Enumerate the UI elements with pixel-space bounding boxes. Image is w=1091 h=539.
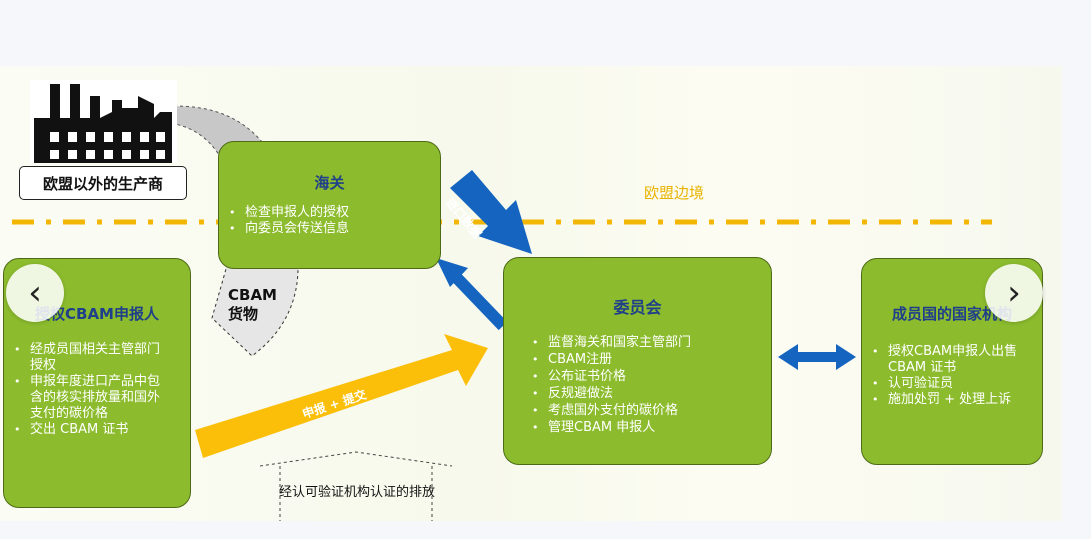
list-item: 考虑国外支付的碳价格 (522, 402, 771, 419)
list-item: 公布证书价格 (522, 368, 771, 385)
national-authority-list: 授权CBAM申报人出售 CBAM 证书 认可验证员 施加处罚 + 处理上诉 (862, 344, 1042, 408)
bottom-band (0, 521, 1091, 539)
commission-title: 委员会 (613, 298, 662, 317)
list-item: 申报年度进口产品中包含的核实排放量和国外支付的碳价格 (4, 374, 170, 422)
list-item: 交出 CBAM 证书 (4, 422, 170, 438)
prev-slide-button[interactable]: ‹ (6, 264, 64, 322)
declarant-title: 授权CBAM申报人 (35, 305, 159, 323)
list-item: 认可验证员 (862, 376, 1024, 392)
top-band (0, 0, 1091, 66)
list-item: 向委员会传送信息 (219, 221, 440, 237)
verification-shape (259, 451, 453, 521)
commission-to-customs-arrow (436, 258, 508, 331)
cbam-goods-shape (211, 261, 299, 357)
list-item: CBAM注册 (522, 351, 771, 368)
list-item: 反规避做法 (522, 385, 771, 402)
list-item: 检查申报人的授权 (219, 205, 440, 221)
customs-list: 检查申报人的授权 向委员会传送信息 (219, 205, 440, 237)
commission-national-double-arrow (778, 344, 856, 370)
chevron-left-icon: ‹ (28, 273, 42, 313)
list-item: 施加处罚 + 处理上诉 (862, 392, 1024, 408)
commission-box: 委员会 监督海关和国家主管部门 CBAM注册 公布证书价格 反规避做法 考虑国外… (503, 257, 772, 465)
customs-title: 海关 (314, 174, 345, 192)
customs-box: 海关 检查申报人的授权 向委员会传送信息 (218, 141, 441, 269)
factory-icon (30, 80, 177, 163)
declarant-list: 经成员国相关主管部门授权 申报年度进口产品中包含的核实排放量和国外支付的碳价格 … (4, 342, 190, 438)
verification-label: 经认可验证机构认证的排放 (278, 485, 435, 500)
list-item: 管理CBAM 申报人 (522, 419, 771, 436)
list-item: 授权CBAM申报人出售 CBAM 证书 (862, 344, 1024, 376)
eu-border-label: 欧盟边境 (644, 184, 705, 202)
producer-label: 欧盟以外的生产商 (19, 166, 187, 200)
cbam-goods-line1: CBAM (228, 286, 277, 304)
declare-submit-arrow (195, 334, 488, 458)
cbam-goods-label: CBAM 货物 (228, 286, 277, 324)
list-item: 经成员国相关主管部门授权 (4, 342, 170, 374)
import-data-arrow (450, 170, 532, 254)
right-strip (1062, 66, 1091, 521)
national-authority-title: 成员国的国家机构 (891, 305, 1012, 323)
next-slide-button[interactable]: › (985, 264, 1043, 322)
cbam-goods-line2: 货物 (228, 305, 259, 323)
commission-list: 监督海关和国家主管部门 CBAM注册 公布证书价格 反规避做法 考虑国外支付的碳… (504, 334, 771, 436)
chevron-right-icon: › (1007, 273, 1021, 313)
list-item: 监督海关和国家主管部门 (522, 334, 771, 351)
